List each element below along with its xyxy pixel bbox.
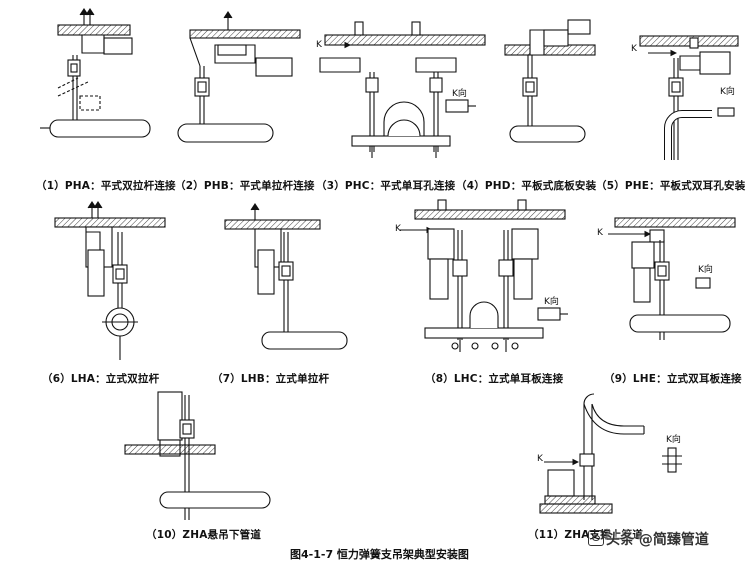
diagram-phe [639, 35, 739, 160]
k-view-label: K向 [698, 265, 713, 275]
k-view-label: K向 [452, 89, 467, 99]
caption-lhb: （7）LHB：立式单拉杆 [212, 373, 330, 385]
diagram-phb [177, 11, 301, 143]
watermark-text: 头条 @简臻管道 [606, 532, 709, 548]
caption-phe: （5）PHE：平板式双耳孔安装 [596, 180, 746, 192]
caption-phd: （4）PHD：平板式底板安装 [456, 180, 597, 192]
diagram-phc [319, 21, 486, 158]
caption-pha: （1）PHA：平式双拉杆连接 [36, 180, 176, 192]
k-label: K [597, 228, 603, 238]
caption-zha-support: （11）ZHA支撑上管道 [528, 529, 644, 541]
k-label: K [537, 454, 543, 464]
k-label: K [631, 44, 637, 54]
k-view-label: K向 [720, 87, 735, 97]
diagram-phd [504, 19, 596, 143]
caption-lhe: （9）LHE：立式双耳板连接 [604, 373, 742, 385]
diagram-lhb [224, 203, 348, 350]
watermark: 头条 @简臻管道 [588, 529, 709, 549]
caption-zha-hang: （10）ZHA悬吊下管道 [146, 529, 262, 541]
diagram-pha [40, 8, 151, 138]
diagram-zha-hang [124, 391, 271, 520]
diagram-zha-support [539, 393, 682, 514]
caption-lhc: （8）LHC：立式单耳板连接 [425, 373, 564, 385]
k-label: K [395, 224, 401, 234]
camera-icon [588, 530, 604, 546]
k-view-label: K向 [666, 435, 681, 445]
diagram-lhc [400, 199, 568, 352]
k-label: K [316, 40, 322, 50]
caption-lha: （6）LHA：立式双拉杆 [42, 373, 160, 385]
figure-title: 图4-1-7 恒力弹簧支吊架典型安装图 [290, 548, 469, 561]
caption-phb: （2）PHB：平式单拉杆连接 [175, 180, 315, 192]
diagram-lhe [608, 217, 736, 340]
k-view-label: K向 [544, 297, 559, 307]
caption-phc: （3）PHC：平式单耳孔连接 [316, 180, 456, 192]
diagram-lha [54, 201, 166, 360]
